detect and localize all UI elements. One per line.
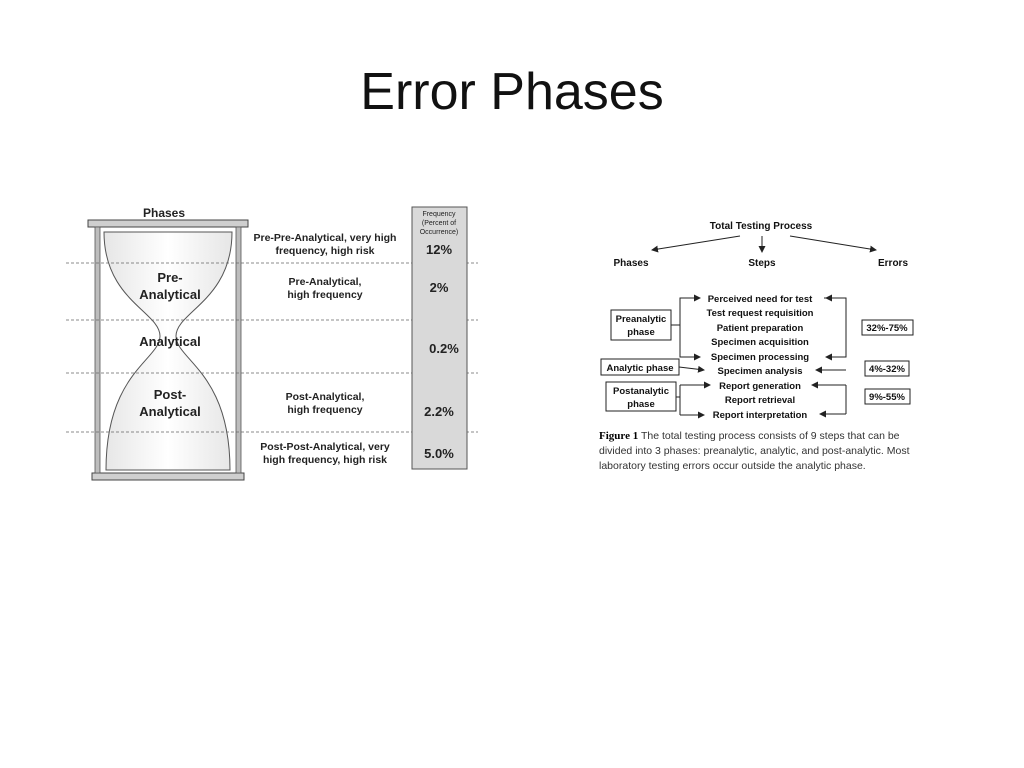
column-steps: Steps xyxy=(748,258,776,269)
caption-text: The total testing process consists of 9 … xyxy=(599,430,910,472)
figure-caption: Figure 1 The total testing process consi… xyxy=(599,429,919,474)
phase-analytic: Analytic phase xyxy=(606,363,673,374)
row-desc-2b: high frequency xyxy=(287,289,362,301)
column-errors: Errors xyxy=(878,258,908,269)
phase-box-postanalytic xyxy=(605,381,677,412)
hourglass-label-post-1: Post- xyxy=(154,387,187,402)
step-7: Report generation xyxy=(719,381,801,392)
slide-title: Error Phases xyxy=(360,63,664,121)
frequency-column xyxy=(411,206,468,470)
step-9: Report interpretation xyxy=(713,410,808,421)
phase-box-preanalytic xyxy=(610,309,672,341)
hourglass-left-post xyxy=(94,226,101,474)
error-box-analytic xyxy=(864,360,910,377)
row-desc-1b: frequency, high risk xyxy=(276,245,375,257)
row-desc-5a: Post-Post-Analytical, very xyxy=(260,441,390,453)
arrow-to-phases xyxy=(651,235,741,253)
testing-process-diagram: Total Testing Process Phases Steps Error… xyxy=(600,221,914,421)
step-6: Specimen analysis xyxy=(717,366,802,377)
hourglass-label-pre-1: Pre- xyxy=(157,270,182,285)
step-2: Test request requisition xyxy=(707,308,814,319)
error-analytic: 4%-32% xyxy=(869,364,905,375)
row-desc-2a: Pre-Analytical, xyxy=(289,276,362,288)
bracket-preanalytic xyxy=(679,297,698,358)
step-1: Perceived need for test xyxy=(708,294,813,305)
phase-post-1: Postanalytic xyxy=(613,386,669,397)
freq-header-2: (Percent of xyxy=(422,220,456,227)
row-desc-1a: Pre-Pre-Analytical, very high xyxy=(254,232,397,244)
hourglass-right-post xyxy=(235,226,242,474)
row-desc-4b: high frequency xyxy=(287,404,362,416)
hourglass-header: Phases xyxy=(143,206,185,220)
error-box-post xyxy=(864,388,911,405)
step-5: Specimen processing xyxy=(711,352,809,363)
step-4: Specimen acquisition xyxy=(711,337,809,348)
arrow-analytic xyxy=(678,365,705,373)
freq-value-2: 2% xyxy=(430,280,449,295)
hourglass-bottom-plate xyxy=(91,472,245,481)
step-3: Patient preparation xyxy=(717,323,804,334)
error-pre: 32%-75% xyxy=(866,323,908,334)
bracket-right-pre xyxy=(824,297,847,358)
row-desc-4a: Post-Analytical, xyxy=(286,391,365,403)
freq-header-3: Occurrence) xyxy=(420,229,459,236)
hourglass-diagram: Phases Pre- Analytical Analytical Post- … xyxy=(66,206,478,481)
phase-pre-2: phase xyxy=(627,327,654,338)
phase-post-2: phase xyxy=(627,399,654,410)
hourglass-label-analytical: Analytical xyxy=(139,334,200,349)
freq-value-3: 0.2% xyxy=(429,341,459,356)
hourglass-label-post-2: Analytical xyxy=(139,404,200,419)
column-phases: Phases xyxy=(613,258,648,269)
error-box-pre xyxy=(861,319,914,336)
hourglass-glass xyxy=(103,231,233,471)
freq-header-1: Frequency xyxy=(422,211,456,218)
error-post: 9%-55% xyxy=(869,392,905,403)
figure-label: Figure 1 xyxy=(599,430,639,442)
arrow-to-errors xyxy=(789,235,877,253)
freq-value-4: 2.2% xyxy=(424,404,454,419)
freq-value-1: 12% xyxy=(426,242,452,257)
freq-value-5: 5.0% xyxy=(424,446,454,461)
step-8: Report retrieval xyxy=(725,395,795,406)
process-title: Total Testing Process xyxy=(710,221,813,232)
row-desc-5b: high frequency, high risk xyxy=(263,454,387,466)
phase-pre-1: Preanalytic xyxy=(616,314,667,325)
hourglass-label-pre-2: Analytical xyxy=(139,287,200,302)
hourglass-top-plate xyxy=(87,219,249,228)
